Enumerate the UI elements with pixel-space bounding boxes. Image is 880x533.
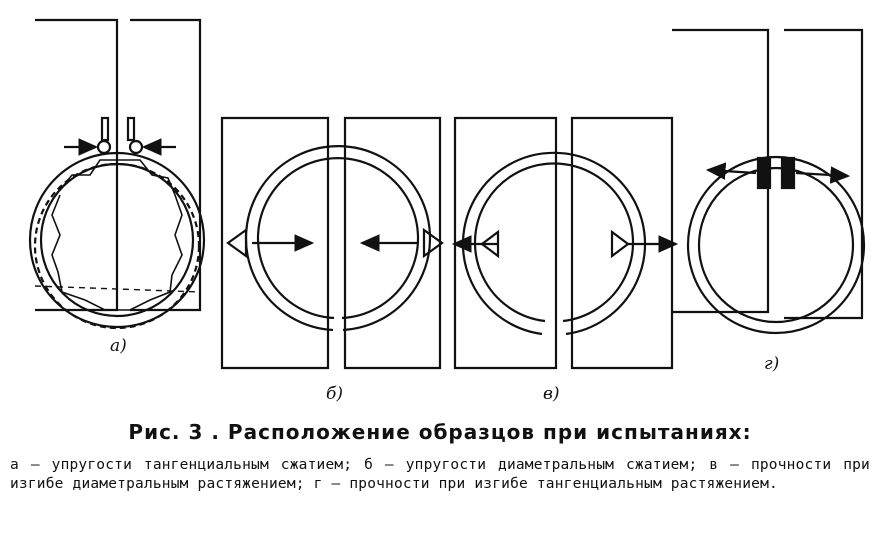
clamp-knob-right xyxy=(128,139,144,155)
figure-caption-title: Рис. 3 . Расположение образцов при испыт… xyxy=(128,420,752,444)
figure-caption-text: а — упругости тангенциальным сжатием; б … xyxy=(10,457,870,492)
plate-left xyxy=(220,116,330,370)
label-v: в) xyxy=(543,384,560,404)
test-setup-figure xyxy=(28,18,866,370)
clamp-knob-left xyxy=(96,139,112,155)
label-a: а) xyxy=(110,336,127,356)
force-arrow-right xyxy=(795,166,851,184)
split-ring-outer xyxy=(244,145,432,332)
label-g: г) xyxy=(764,354,780,374)
ring-outer xyxy=(28,151,206,329)
plate-right xyxy=(130,18,202,312)
setup-a xyxy=(28,18,206,330)
clamp-block-right xyxy=(780,156,796,190)
split-ring-outer xyxy=(461,151,647,336)
force-arrow-left xyxy=(705,162,757,180)
setup-v xyxy=(451,116,679,370)
wedge-right xyxy=(422,227,444,259)
base-dashes xyxy=(34,285,201,293)
plate-left xyxy=(453,116,558,370)
ring-inner xyxy=(697,166,855,324)
plate-right xyxy=(343,116,442,370)
setup-g xyxy=(672,28,866,335)
split-ring-inner xyxy=(473,162,635,323)
clamp-post-right xyxy=(126,116,136,142)
spring-zigzag xyxy=(51,159,183,311)
clamp-block-left xyxy=(756,156,772,190)
setup-b xyxy=(220,116,444,370)
ring-outer xyxy=(686,155,866,335)
split-ring-inner xyxy=(256,157,420,320)
ring-shadow xyxy=(33,162,201,330)
plate-right xyxy=(570,116,674,370)
plate-right xyxy=(784,28,864,320)
clamp-post-left xyxy=(100,116,110,142)
label-b: б) xyxy=(326,384,344,404)
wedge-left xyxy=(226,227,248,259)
wedge-right xyxy=(610,229,630,259)
